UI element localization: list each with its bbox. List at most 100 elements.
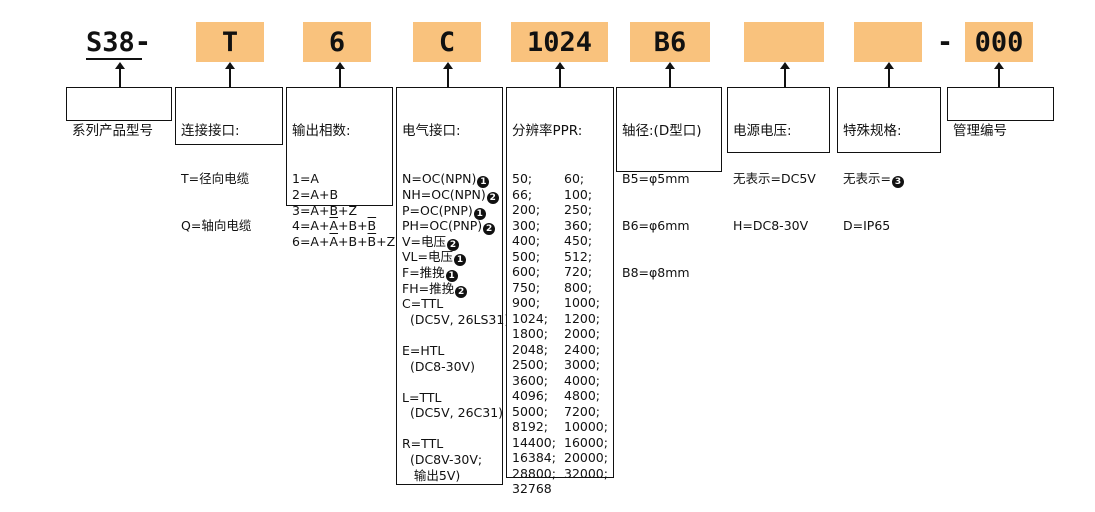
resolution-value: 4800; — [564, 388, 601, 404]
resolution-value: 2048; — [512, 341, 549, 357]
electrical-option: R=TTL — [402, 436, 444, 452]
resolution-value: 7200; — [564, 403, 601, 419]
electrical-option: E=HTL — [402, 342, 445, 358]
resolution-value: 100; — [564, 186, 593, 202]
voltage-option: H=DC8-30V — [733, 218, 809, 234]
phase-title: 输出相数: — [292, 123, 351, 140]
prefix-underline — [86, 58, 142, 60]
phase-option: 2=A+B — [292, 186, 339, 202]
resolution-value: 8192; — [512, 419, 549, 435]
note-1-icon: 1 — [473, 207, 486, 220]
code-box-resolution: 1024 — [511, 22, 608, 62]
resolution-box: 分辨率PPR: 50;60;66;100;200;250;300;360;400… — [506, 87, 614, 496]
resolution-value: 10000; — [564, 419, 608, 435]
special-option: D=IP65 — [843, 218, 891, 234]
arrow-mgmt — [994, 62, 1004, 87]
arrow-phase — [335, 62, 345, 87]
voltage-box: 电源电压: 无表示=DC5V H=DC8-30V — [727, 87, 830, 233]
electrical-option: (DC8V-30V; — [402, 452, 483, 468]
model-prefix: S38- — [86, 26, 152, 58]
electrical-option: (DC5V, 26LS31) — [402, 311, 510, 327]
resolution-value: 512; — [564, 248, 593, 264]
electrical-option: NH=OC(NPN)2 — [402, 187, 499, 204]
interface-option: Q=轴向电缆 — [181, 218, 252, 234]
note-2-icon: 2 — [447, 238, 460, 251]
resolution-value: 300; — [512, 217, 541, 233]
arrow-series — [115, 62, 125, 87]
mgmt-title: 管理编号 — [953, 123, 1007, 140]
phase-option: 3=A+B+Z — [292, 202, 358, 218]
electrical-option: (DC8-30V) — [402, 358, 475, 374]
special-option: 无表示=3 — [843, 171, 935, 189]
resolution-value: 3000; — [564, 357, 601, 373]
shaft-title: 轴径:(D型口) — [622, 123, 702, 140]
note-2-icon: 2 — [483, 223, 496, 236]
resolution-value: 50; — [512, 171, 533, 187]
resolution-value: 32768 — [512, 481, 552, 497]
resolution-value: 1024; — [512, 310, 549, 326]
resolution-title: 分辨率PPR: — [512, 123, 583, 140]
resolution-value: 450; — [564, 233, 593, 249]
resolution-value: 400; — [512, 233, 541, 249]
resolution-value: 2000; — [564, 326, 601, 342]
voltage-title: 电源电压: — [733, 123, 792, 140]
special-box: 特殊规格: 无表示=3 D=IP65 — [837, 87, 941, 233]
resolution-value: 1200; — [564, 310, 601, 326]
arrow-shaft — [665, 62, 675, 87]
resolution-value: 500; — [512, 248, 541, 264]
shaft-box: 轴径:(D型口) B5=φ5mm B6=φ6mm B8=φ8mm — [616, 87, 722, 280]
code-box-phase: 6 — [303, 22, 371, 62]
resolution-value: 360; — [564, 217, 593, 233]
phase-option: 4=A+A+B+B — [292, 218, 377, 234]
note-1-icon: 1 — [445, 269, 458, 282]
interface-option: T=径向电缆 — [181, 171, 250, 187]
resolution-value — [564, 481, 624, 497]
resolution-value: 16000; — [564, 434, 608, 450]
resolution-value: 1800; — [512, 326, 549, 342]
resolution-value: 1000; — [564, 295, 601, 311]
arrow-special — [884, 62, 894, 87]
resolution-value: 600; — [512, 264, 541, 280]
resolution-value: 60; — [564, 171, 585, 187]
electrical-option: (DC5V, 26C31) — [402, 405, 504, 421]
electrical-option: P=OC(PNP)1 — [402, 203, 497, 220]
resolution-value: 900; — [512, 295, 541, 311]
code-box-voltage — [744, 22, 824, 62]
code-box-interface: T — [196, 22, 264, 62]
interface-box: 连接接口: T=径向电缆 Q=轴向电缆 — [175, 87, 283, 233]
arrow-voltage — [780, 62, 790, 87]
resolution-value: 720; — [564, 264, 593, 280]
interface-title: 连接接口: — [181, 123, 240, 140]
note-1-icon: 1 — [454, 254, 466, 267]
voltage-option: 无表示=DC5V — [733, 171, 816, 187]
note-2-icon: 2 — [455, 285, 468, 298]
resolution-value: 2400; — [564, 341, 601, 357]
electrical-title: 电气接口: — [402, 123, 461, 140]
resolution-value: 3600; — [512, 372, 549, 388]
resolution-value: 5000; — [512, 403, 549, 419]
resolution-value: 14400; — [512, 434, 556, 450]
note-1-icon: 1 — [477, 176, 490, 189]
series-title: 系列产品型号 — [72, 123, 153, 140]
resolution-value: 16384; — [512, 450, 556, 466]
resolution-value: 750; — [512, 279, 541, 295]
resolution-value: 4096; — [512, 388, 549, 404]
arrow-resolution — [555, 62, 565, 87]
resolution-value: 200; — [512, 202, 541, 218]
note-2-icon: 2 — [486, 191, 499, 204]
note-3-icon: 3 — [891, 176, 904, 189]
shaft-option: B6=φ6mm — [622, 218, 690, 234]
resolution-value: 800; — [564, 279, 593, 295]
resolution-value: 2500; — [512, 357, 549, 373]
electrical-option — [402, 374, 497, 390]
code-box-electrical: C — [413, 22, 481, 62]
electrical-option — [402, 421, 497, 437]
resolution-value: 32000; — [564, 465, 608, 481]
code-dash: - — [936, 26, 954, 58]
code-box-shaft: B6 — [630, 22, 710, 62]
resolution-value: 250; — [564, 202, 593, 218]
